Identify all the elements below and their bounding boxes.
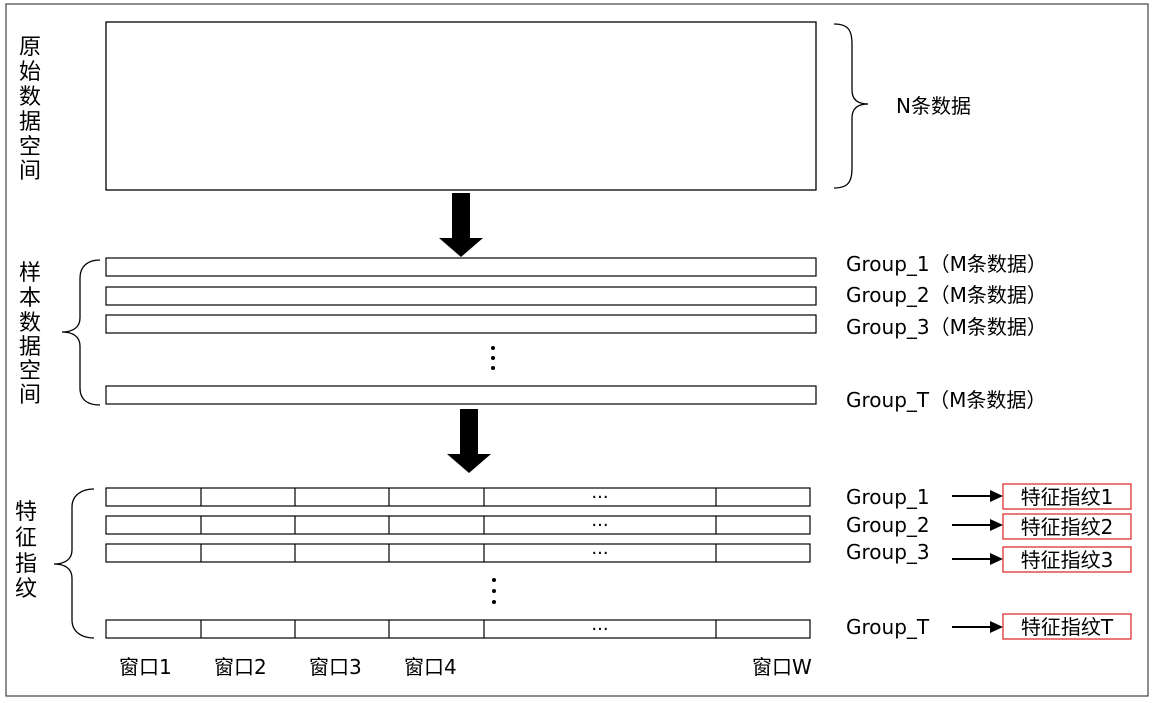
raw-space-char-6: 间 <box>19 159 41 184</box>
sample-group-bar-3 <box>105 314 817 334</box>
label-feature-fingerprint: 特 征 指 纹 <box>15 500 44 602</box>
feature-brace <box>53 488 95 639</box>
raw-data-label: N条数据 <box>896 94 971 118</box>
sample-space-char-3: 数 <box>19 311 41 336</box>
fingerprint-label-1: 特征指纹1 <box>1021 485 1114 509</box>
feature-char-4: 纹 <box>15 577 37 602</box>
fingerprint-arrow-1 <box>952 490 1003 502</box>
fingerprint-box-t <box>1002 613 1132 640</box>
fingerprint-box-2 <box>1002 513 1132 540</box>
sample-space-char-6: 间 <box>19 383 41 408</box>
window-row-3 <box>105 543 811 563</box>
down-arrow-2 <box>447 409 491 473</box>
sample-space-char-5: 空 <box>19 359 41 384</box>
row-t-ellipsis: ··· <box>591 619 608 640</box>
row-3-ellipsis: ··· <box>591 543 608 564</box>
fingerprint-label-2: 特征指纹2 <box>1021 515 1114 539</box>
window-label-3: 窗口3 <box>309 655 362 679</box>
sample-group-bar-2 <box>105 286 817 306</box>
sample-group-label-3: Group_3（M条数据） <box>846 315 1047 339</box>
fingerprint-label-3: 特征指纹3 <box>1021 548 1114 572</box>
feature-group-label-2: Group_2 <box>846 513 930 537</box>
sample-space-char-1: 样 <box>19 261 41 286</box>
label-sample-space: 样 本 数 据 空 间 <box>19 261 48 408</box>
feature-char-1: 特 <box>15 500 37 525</box>
fingerprint-arrow-3 <box>952 553 1003 565</box>
window-label-1: 窗口1 <box>119 655 172 679</box>
sample-space-char-2: 本 <box>19 286 41 311</box>
down-arrow-1 <box>439 193 483 257</box>
feature-char-2: 征 <box>15 526 37 551</box>
raw-space-char-3: 数 <box>19 85 41 110</box>
sample-group-bar-1 <box>105 257 817 277</box>
label-raw-space: 原 始 数 据 空 间 <box>19 35 48 184</box>
sample-space-brace <box>61 259 101 406</box>
sample-group-label-t: Group_T（M条数据） <box>846 388 1046 412</box>
sample-group-label-1: Group_1（M条数据） <box>846 252 1047 276</box>
raw-space-char-5: 空 <box>19 135 41 160</box>
sample-space-char-4: 据 <box>19 335 41 360</box>
sample-vertical-ellipsis <box>491 346 495 370</box>
window-row-2 <box>105 515 811 535</box>
feature-group-label-1: Group_1 <box>846 485 930 509</box>
outer-frame <box>5 3 1149 697</box>
raw-space-char-1: 原 <box>19 35 41 60</box>
row-2-ellipsis: ··· <box>591 515 608 536</box>
fingerprint-box-3 <box>1002 546 1132 573</box>
raw-data-box <box>105 21 817 191</box>
raw-data-brace <box>833 23 869 189</box>
fingerprint-box-1 <box>1002 483 1132 510</box>
feature-group-label-3: Group_3 <box>846 540 930 564</box>
feature-group-label-t: Group_T <box>846 615 930 639</box>
sample-group-bar-t <box>105 385 817 405</box>
window-row-1 <box>105 487 811 507</box>
window-label-4: 窗口4 <box>404 655 457 679</box>
window-row-t <box>105 619 811 639</box>
window-label-w: 窗口W <box>752 655 812 679</box>
sample-group-label-2: Group_2（M条数据） <box>846 283 1047 307</box>
fingerprint-label-t: 特征指纹T <box>1021 615 1114 639</box>
feature-char-3: 指 <box>15 552 37 577</box>
row-1-ellipsis: ··· <box>591 487 608 508</box>
fingerprint-arrow-2 <box>952 519 1003 531</box>
feature-vertical-ellipsis <box>492 578 496 604</box>
raw-space-char-2: 始 <box>19 60 41 85</box>
window-label-2: 窗口2 <box>214 655 267 679</box>
fingerprint-arrow-t <box>952 621 1003 633</box>
raw-space-char-4: 据 <box>19 110 41 135</box>
